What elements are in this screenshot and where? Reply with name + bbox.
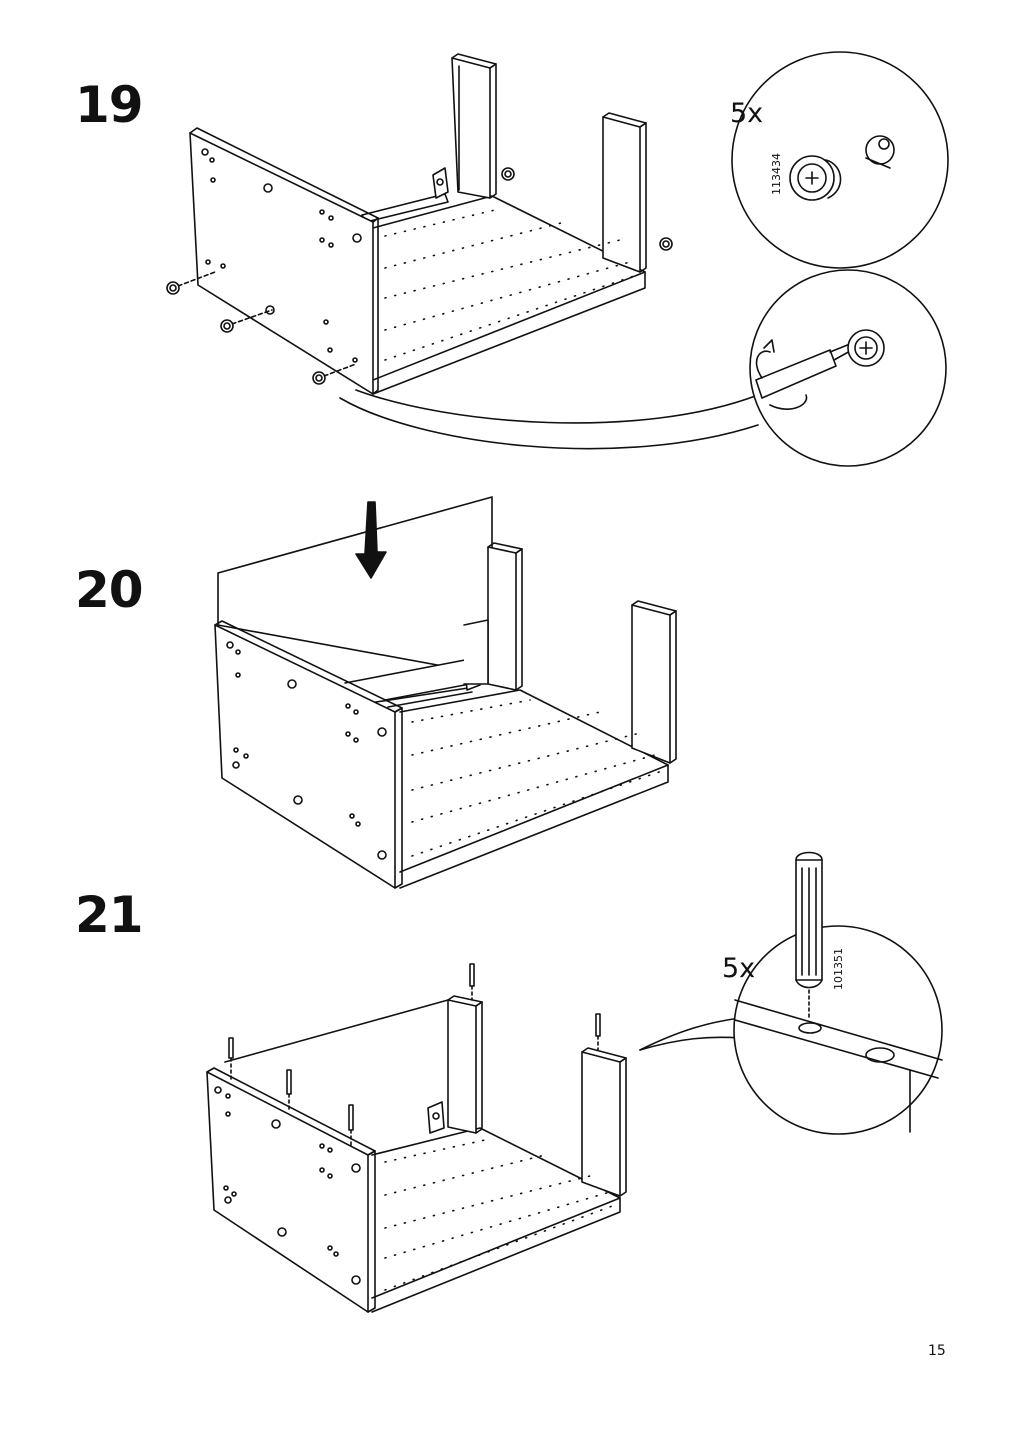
step-19-quantity: 5x	[730, 98, 764, 129]
step-21-number: 21	[75, 886, 144, 944]
step-21-part-number: 101351	[832, 948, 845, 990]
step-19-part-number: 113434	[770, 153, 783, 195]
step-21-dowel-callout	[640, 853, 942, 1135]
step-21-quantity: 5x	[722, 953, 756, 984]
page-number: 15	[928, 1343, 946, 1359]
step-20-cabinet-illustration	[215, 497, 676, 888]
step-19-number: 19	[75, 76, 144, 134]
step-19-cabinet-illustration	[167, 54, 672, 394]
step-21-cabinet-illustration	[207, 964, 626, 1312]
step-19-screwdriver-callout	[340, 270, 946, 466]
step-20-number: 20	[75, 561, 144, 619]
step-19-cam-lock-callout	[732, 52, 948, 268]
